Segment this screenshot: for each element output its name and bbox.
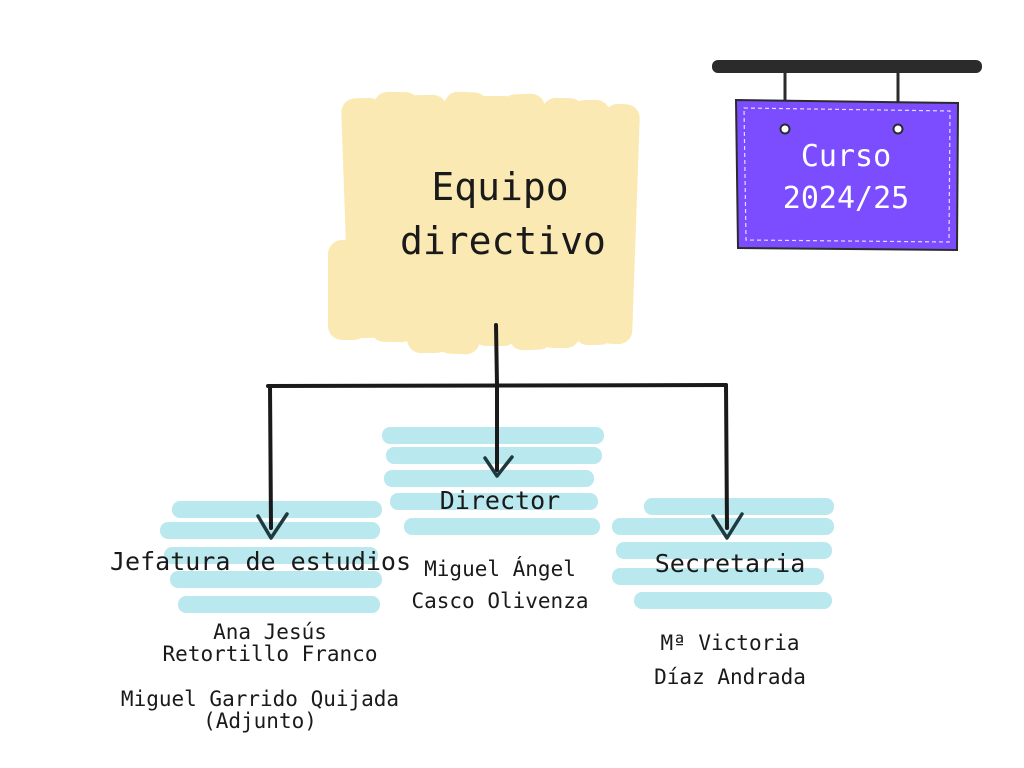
sign-hole-right xyxy=(892,123,904,135)
course-label: Curso 2024/25 xyxy=(736,136,956,220)
person-secretaria-line-1: Mª Victoria xyxy=(660,631,800,655)
person-director-line-2: Casco Olivenza xyxy=(411,589,589,613)
arrow-down-icon xyxy=(483,455,514,478)
title-highlight xyxy=(328,91,640,355)
director-highlight xyxy=(382,427,604,535)
title-line-1: Equipo xyxy=(431,165,569,209)
arrow-down-icon xyxy=(711,512,744,540)
title-stem xyxy=(494,323,499,387)
person-director: Miguel Ángel Casco Olivenza xyxy=(390,553,610,617)
role-secretaria: Secretaria xyxy=(654,549,806,578)
jefatura-highlight xyxy=(160,501,382,613)
person-jefatura-1-line-2: Retortillo Franco xyxy=(162,642,378,666)
secretaria-highlight xyxy=(612,498,834,609)
diagram-title: Equipo directivo xyxy=(400,160,606,268)
person-jefatura-2-line-2: (Adjunto) xyxy=(203,709,317,733)
role-jefatura: Jefatura de estudios xyxy=(110,547,412,576)
course-sign xyxy=(712,60,982,252)
person-secretaria: Mª Victoria Díaz Andrada xyxy=(620,626,840,694)
connectors xyxy=(266,323,729,530)
course-label-line-2: 2024/25 xyxy=(782,181,910,216)
role-director: Director xyxy=(439,486,561,515)
person-jefatura-2-line-1: Miguel Garrido Quijada xyxy=(120,687,400,711)
person-jefatura-2: Miguel Garrido Quijada (Adjunto) xyxy=(120,688,400,732)
sign-rod xyxy=(712,60,982,73)
line-to-jefatura xyxy=(268,384,273,530)
person-secretaria-line-2: Díaz Andrada xyxy=(654,665,806,689)
title-line-2: directivo xyxy=(400,219,606,263)
person-jefatura-1: Ana Jesús Retortillo Franco xyxy=(140,621,400,665)
line-to-secretaria xyxy=(724,383,729,530)
sign-board xyxy=(734,98,960,252)
course-label-line-1: Curso xyxy=(800,139,892,174)
person-director-line-1: Miguel Ángel xyxy=(424,557,576,581)
person-jefatura-1-line-1: Ana Jesús xyxy=(213,620,327,644)
sign-hole-left xyxy=(779,123,791,135)
arrow-down-icon xyxy=(256,512,289,540)
